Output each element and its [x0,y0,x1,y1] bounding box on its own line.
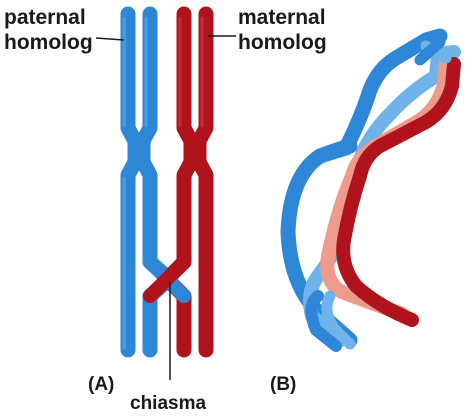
panel-a: paternal homolog maternal homolog (A) ch… [4,6,327,414]
maternal-label-line1: maternal [238,6,326,29]
maternal-label-line2: homolog [238,31,327,54]
panel-b-label: (B) [270,374,296,395]
paternal-tail [305,290,342,352]
paternal-label-line1: paternal [4,6,86,29]
panel-b: (B) [270,28,461,395]
chiasma-label: chiasma [130,393,206,414]
panel-a-label: (A) [88,374,114,395]
paternal-leader-line [95,37,125,41]
chiasma-crossover [143,255,191,303]
paternal-label-line2: homolog [4,31,93,54]
maternal-chromatid-right [191,6,214,358]
maternal-chromatid-dark [336,57,461,327]
paternal-chromatid-left [120,6,143,358]
